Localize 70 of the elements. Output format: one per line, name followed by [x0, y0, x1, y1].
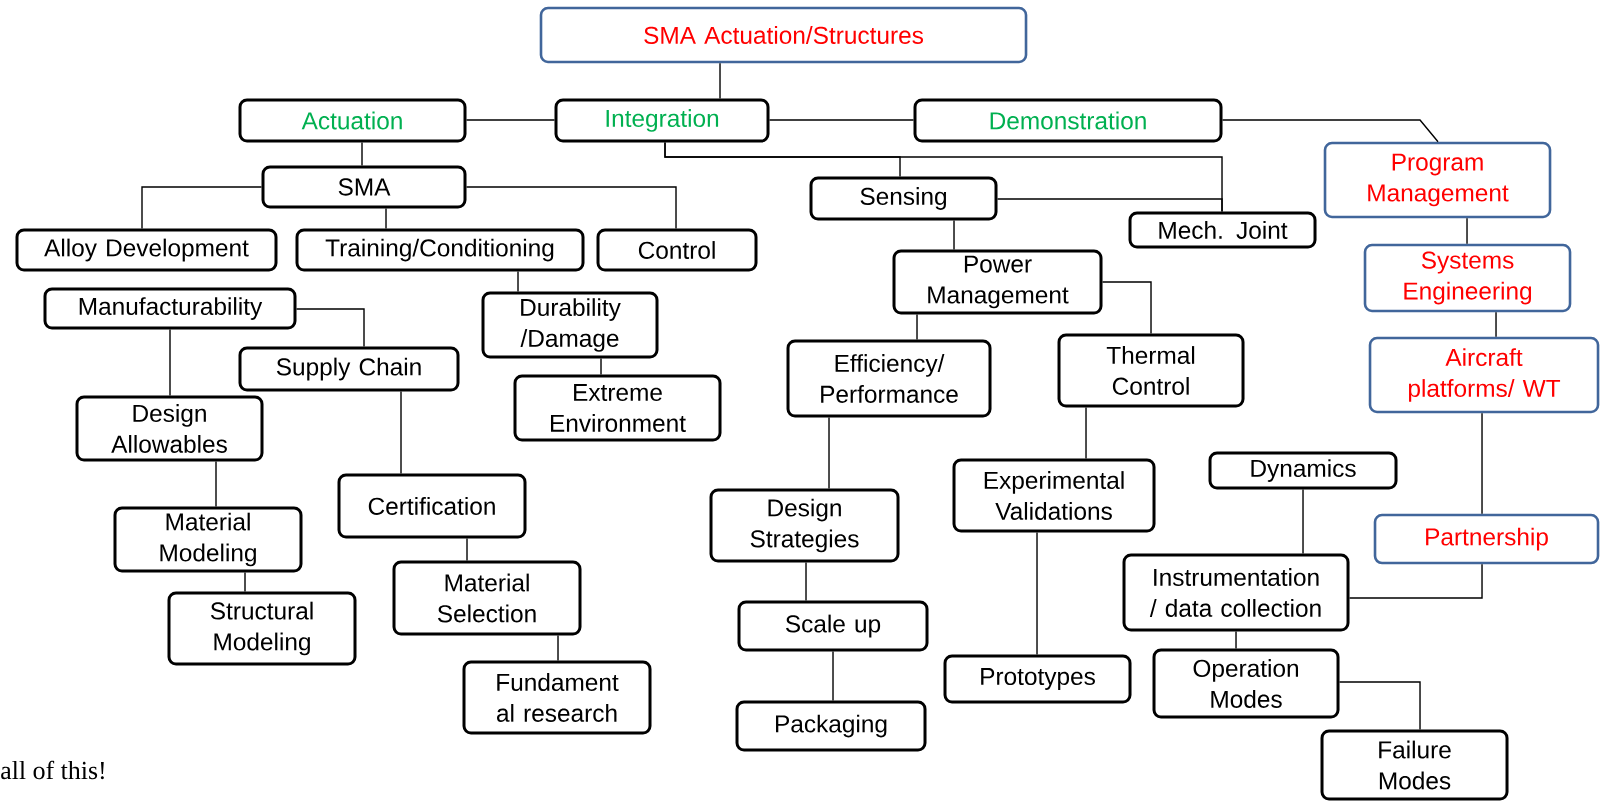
connector-line — [517, 270, 519, 293]
process-box: Control — [596, 228, 758, 272]
connector-line — [1036, 531, 1038, 656]
process-box: Manufacturability — [43, 287, 297, 330]
connector-line — [1495, 311, 1497, 338]
process-box: Sensing — [809, 176, 998, 221]
process-box: Operation Modes — [1152, 648, 1340, 719]
process-box: Demonstration — [913, 98, 1223, 143]
process-box: Supply Chain — [238, 346, 460, 392]
process-box: Partnership — [1373, 513, 1600, 565]
connector-line — [828, 416, 830, 490]
connector-line — [1302, 488, 1304, 555]
connector-line — [996, 198, 1223, 213]
connector-line — [805, 561, 807, 602]
connector-line — [244, 571, 246, 593]
process-box: Mech. Joint — [1128, 211, 1317, 249]
connector-line — [1085, 406, 1087, 460]
process-box: Scale up — [737, 600, 929, 652]
connector-line — [953, 219, 955, 251]
connector-line — [1481, 412, 1483, 515]
process-box: Program Management — [1323, 141, 1552, 219]
connector-line — [600, 357, 602, 376]
connector-line — [400, 390, 402, 475]
connector-line — [1348, 563, 1483, 599]
connector-line — [832, 650, 834, 702]
process-box: Alloy Development — [15, 228, 278, 272]
connector-line — [1221, 119, 1439, 143]
connector-line — [295, 308, 365, 348]
process-box: Power Management — [892, 249, 1103, 315]
process-box: Training/Conditioning — [295, 228, 585, 272]
process-box: Packaging — [735, 700, 927, 752]
connector-line — [1338, 681, 1421, 731]
connector-line — [719, 62, 721, 100]
process-box: Thermal Control — [1057, 333, 1245, 408]
process-box: Failure Modes — [1320, 729, 1509, 801]
connector-line — [557, 634, 559, 662]
process-box: Aircraft platforms/ WT — [1368, 336, 1600, 414]
process-box: Structural Modeling — [167, 591, 357, 666]
process-box: Integration — [554, 98, 770, 143]
process-box: Prototypes — [943, 654, 1132, 704]
process-box: Design Allowables — [75, 395, 264, 462]
connector-line — [466, 537, 468, 562]
process-box: SMA Actuation/Structures — [539, 6, 1028, 64]
process-box: SMA — [261, 165, 467, 209]
process-box: Material Selection — [392, 560, 582, 636]
connector-line — [1466, 217, 1468, 245]
connector-line — [1101, 281, 1152, 335]
connector-line — [169, 328, 171, 397]
process-box: Certification — [337, 473, 527, 539]
note-text: all of this! — [1, 760, 104, 780]
connector-line — [385, 207, 387, 230]
process-box: Dynamics — [1208, 451, 1398, 490]
process-box: Experimental Validations — [952, 458, 1156, 533]
process-box: Efficiency/ Performance — [786, 339, 992, 418]
connector-line — [465, 186, 677, 230]
connector-line — [768, 119, 915, 121]
connector-line — [465, 119, 556, 121]
connector-line — [916, 313, 918, 341]
process-box: Fundament al research — [462, 660, 652, 735]
connector-line — [361, 141, 363, 167]
process-box: Design Strategies — [709, 488, 900, 563]
process-box: Material Modeling — [113, 506, 303, 573]
process-box: Systems Engineering — [1363, 243, 1572, 313]
process-box: Instrumentation / data collection — [1122, 553, 1350, 632]
process-box: Extreme Environment — [513, 374, 722, 442]
connector-line — [215, 460, 217, 508]
connector-line — [1235, 630, 1237, 650]
process-box: Durability /Damage — [481, 291, 659, 359]
process-box: Actuation — [238, 98, 467, 143]
connector-line — [141, 186, 263, 230]
